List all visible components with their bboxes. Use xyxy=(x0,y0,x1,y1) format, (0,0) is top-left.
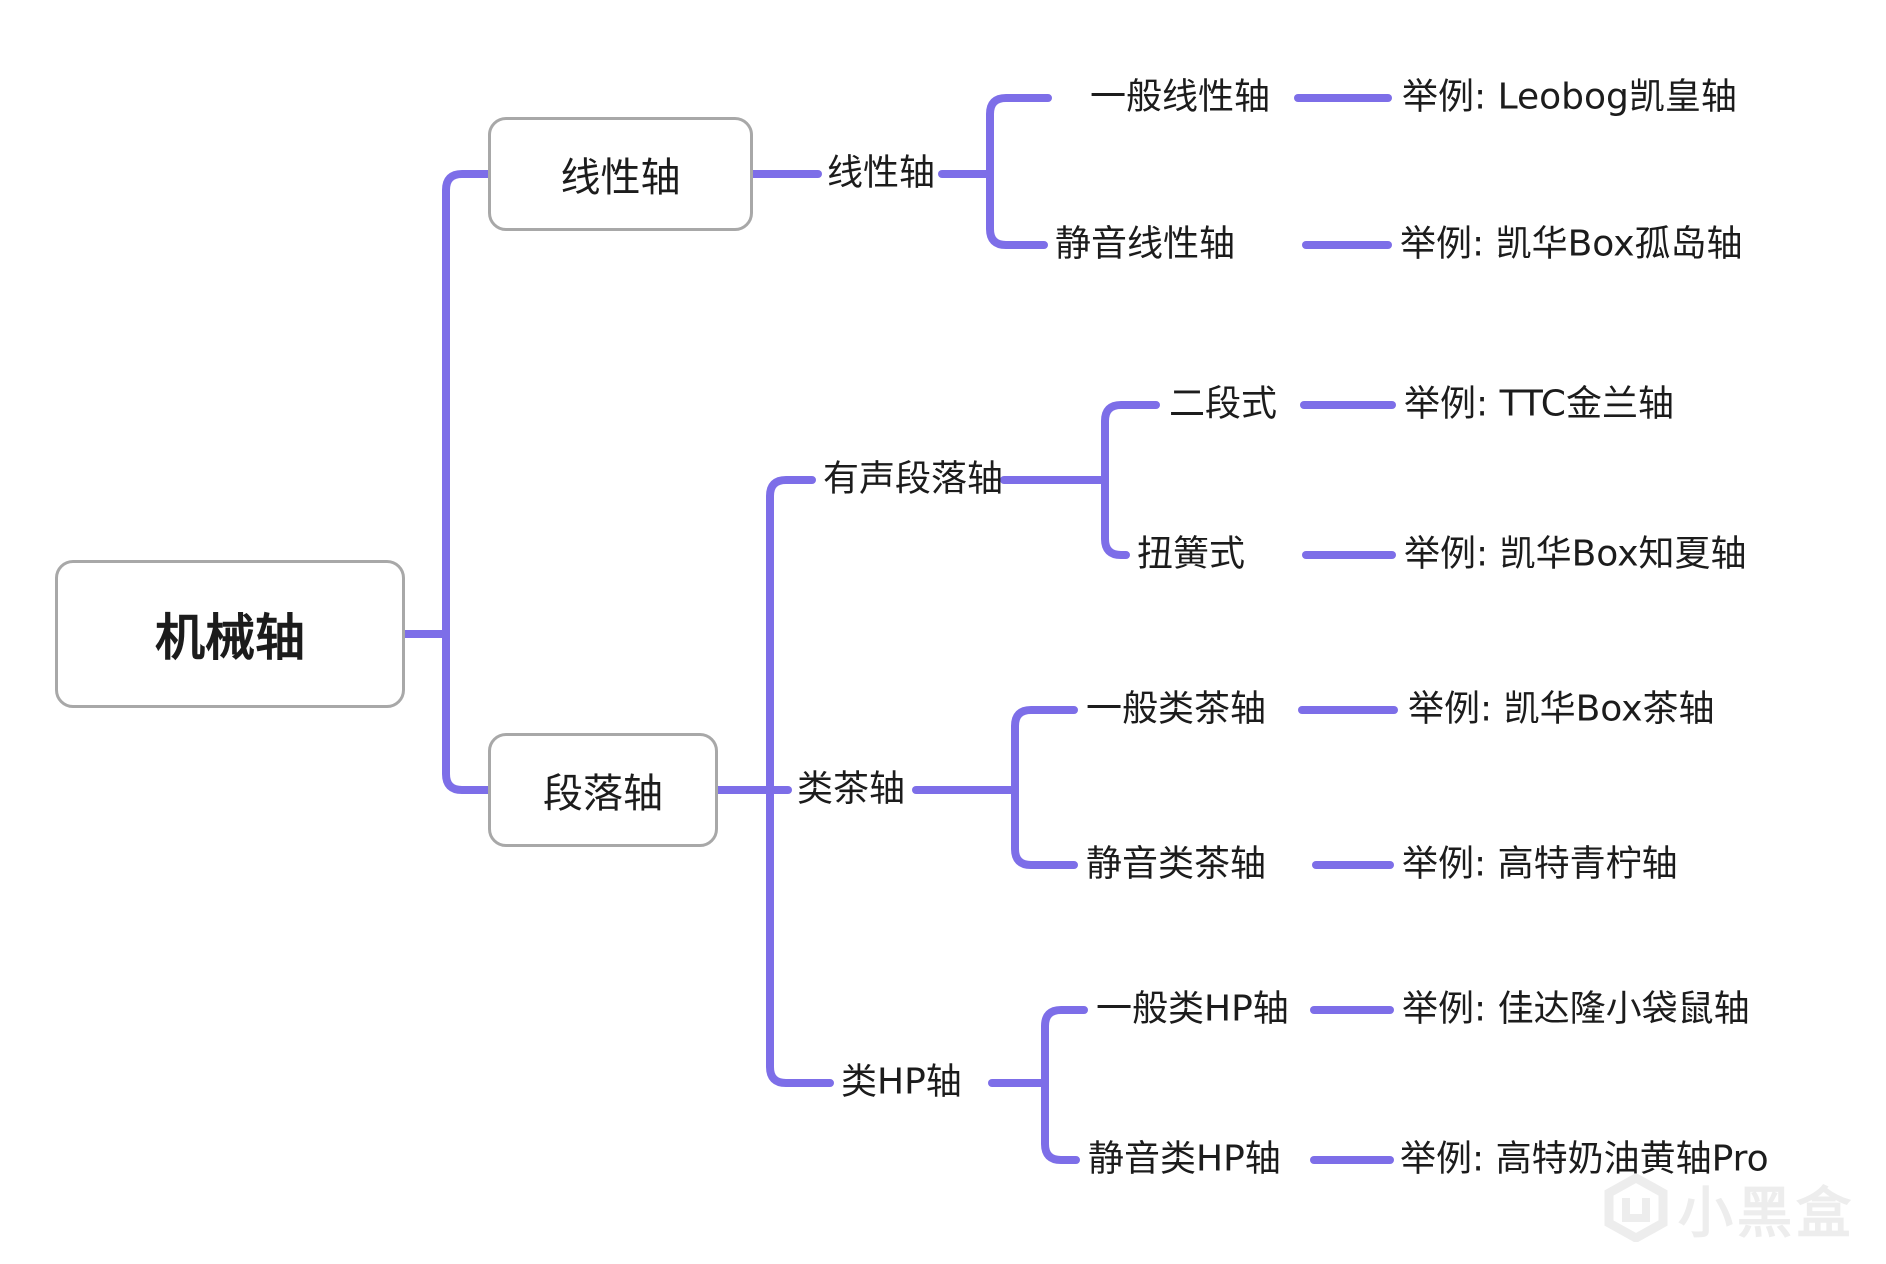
connector-root-trunk xyxy=(442,170,492,794)
node-linear-switch-box: 线性轴 xyxy=(488,117,753,231)
node-silent-linear: 静音线性轴 xyxy=(1055,223,1236,265)
example-torsion-spring: 举例: 凯华Box知夏轴 xyxy=(1404,533,1747,575)
bracket-brown-children xyxy=(1011,706,1078,869)
node-silent-hp: 静音类HP轴 xyxy=(1088,1138,1281,1180)
node-brown-like: 类茶轴 xyxy=(797,768,906,810)
node-general-brown: 一般类茶轴 xyxy=(1086,688,1267,730)
node-root-label: 机械轴 xyxy=(155,609,305,667)
example-general-hp: 举例: 佳达隆小袋鼠轴 xyxy=(1402,988,1750,1030)
node-silent-brown: 静音类茶轴 xyxy=(1086,843,1267,885)
node-general-linear: 一般线性轴 xyxy=(1090,76,1271,118)
example-two-stage: 举例: TTC金兰轴 xyxy=(1404,383,1674,425)
example-silent-brown: 举例: 高特青柠轴 xyxy=(1402,843,1678,885)
heybox-logo-icon xyxy=(1604,1174,1668,1242)
node-general-hp: 一般类HP轴 xyxy=(1096,988,1289,1030)
node-linear-switch-label: 线性轴 xyxy=(560,155,681,201)
watermark-text: 小黑盒 xyxy=(1678,1181,1856,1245)
node-hp-like: 类HP轴 xyxy=(841,1061,962,1103)
example-general-linear: 举例: Leobog凯皇轴 xyxy=(1402,76,1737,118)
watermark: 小黑盒 xyxy=(1604,1168,1855,1248)
example-silent-linear: 举例: 凯华Box孤岛轴 xyxy=(1400,223,1743,265)
node-torsion-spring: 扭簧式 xyxy=(1137,533,1246,575)
node-clicky-tactile: 有声段落轴 xyxy=(823,458,1004,500)
node-tactile-switch-label: 段落轴 xyxy=(543,771,663,817)
example-general-brown: 举例: 凯华Box茶轴 xyxy=(1408,688,1715,730)
bracket-hp-children xyxy=(1041,1006,1088,1164)
example-silent-hp: 举例: 高特奶油黄轴Pro xyxy=(1400,1138,1769,1180)
node-linear-sub: 线性轴 xyxy=(827,152,936,194)
node-tactile-switch-box: 段落轴 xyxy=(488,733,718,847)
node-two-stage: 二段式 xyxy=(1169,383,1278,425)
bracket-linear-children xyxy=(986,94,1052,249)
node-root-mechanical-switch: 机械轴 xyxy=(55,560,405,708)
